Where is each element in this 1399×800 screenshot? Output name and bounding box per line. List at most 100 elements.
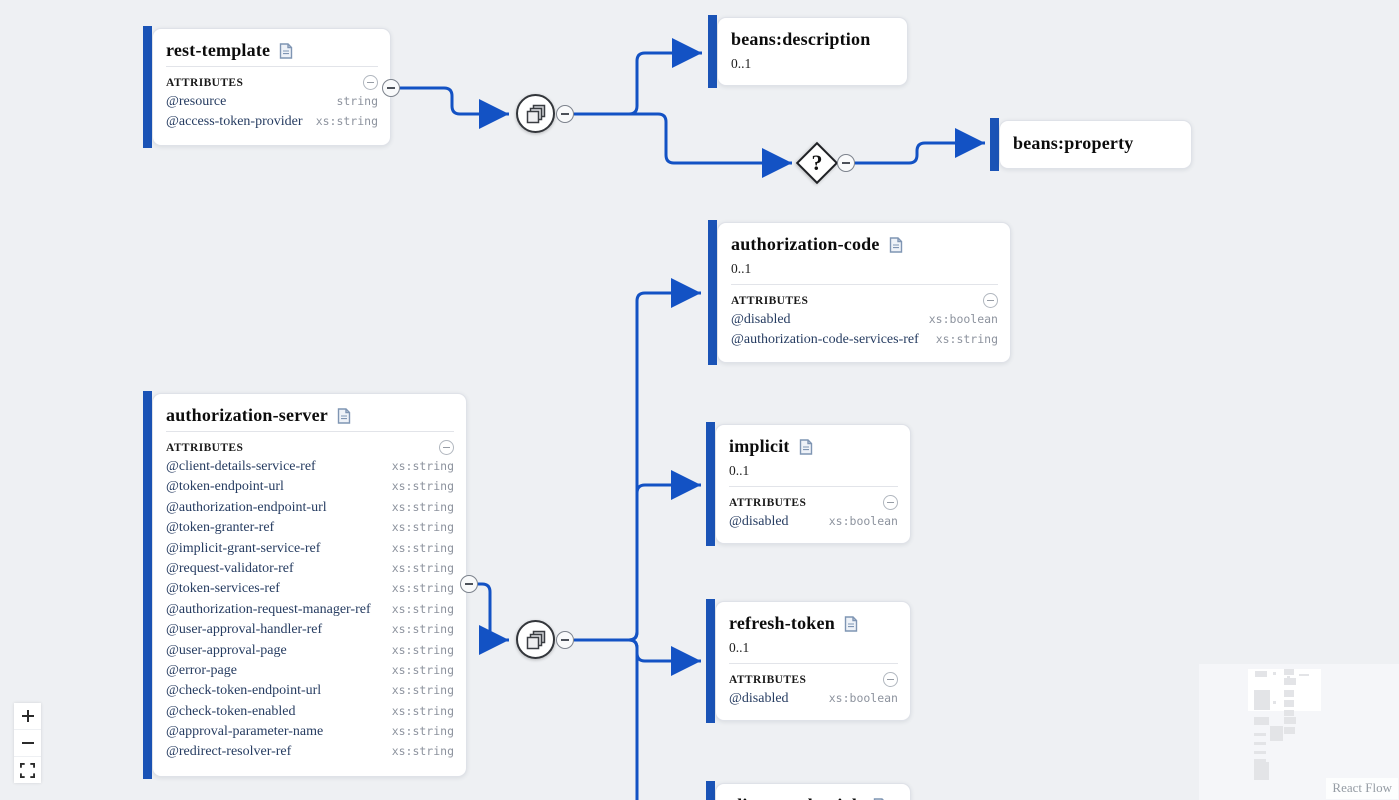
attribute-name: @token-services-ref xyxy=(166,581,280,597)
collapse-attributes-icon[interactable] xyxy=(883,495,898,510)
attribute-type: xs:string xyxy=(391,540,454,555)
attribute-name: @authorization-request-manager-ref xyxy=(166,601,371,617)
attribute-type: xs:boolean xyxy=(828,514,898,528)
node-beans-property[interactable]: beans:property xyxy=(990,118,1192,171)
attribute-row: @client-details-service-ref xs:string xyxy=(166,459,454,479)
node-accent-bar xyxy=(706,599,715,723)
attribute-type: xs:string xyxy=(391,744,454,759)
edge-sequence-to-client-credentials xyxy=(574,638,639,800)
edge-authorization-server-to-sequence xyxy=(478,582,509,655)
node-client-credentials[interactable]: client-credentials xyxy=(706,781,911,800)
fit-view-button[interactable] xyxy=(14,757,41,783)
minimap-node-rect xyxy=(1284,710,1294,716)
attribute-name: @user-approval-page xyxy=(166,642,287,658)
node-title: implicit xyxy=(729,436,790,456)
node-title: refresh-token xyxy=(729,613,835,633)
attribute-type: xs:string xyxy=(391,622,454,637)
attribute-name: @disabled xyxy=(729,514,789,529)
node-title: authorization-code xyxy=(731,234,880,254)
document-icon xyxy=(889,236,902,253)
attributes-label: ATTRIBUTES xyxy=(166,441,244,454)
node-authorization-code[interactable]: authorization-code 0..1 ATTRIBUTES @disa… xyxy=(708,220,1011,365)
node-accent-bar xyxy=(990,118,999,171)
collapse-attributes-icon[interactable] xyxy=(439,440,454,455)
divider xyxy=(166,66,378,67)
attribute-type: xs:string xyxy=(391,479,454,494)
minimap[interactable] xyxy=(1199,664,1399,800)
document-icon xyxy=(280,42,293,59)
node-accent-bar xyxy=(708,220,717,365)
collapse-attributes-icon[interactable] xyxy=(983,293,998,308)
node-beans-description[interactable]: beans:description 0..1 xyxy=(708,15,908,88)
choice-node[interactable]: ? xyxy=(795,141,839,185)
minus-icon xyxy=(21,742,34,744)
attributes-list: @disabled xs:boolean xyxy=(729,514,898,534)
attribute-row: @access-token-provider xs:string xyxy=(166,114,378,134)
zoom-in-button[interactable] xyxy=(14,703,41,729)
source-handle-minus-icon[interactable] xyxy=(556,105,574,123)
collapse-attributes-icon[interactable] xyxy=(883,672,898,687)
node-title: authorization-server xyxy=(166,405,328,425)
sequence-node[interactable] xyxy=(516,620,555,659)
minimap-node-rect xyxy=(1254,717,1269,725)
sequence-stack-icon xyxy=(526,630,545,649)
source-handle-minus-icon[interactable] xyxy=(837,154,855,172)
occurrence-label: 0..1 xyxy=(731,56,752,71)
node-title: rest-template xyxy=(166,40,271,60)
sequence-node[interactable] xyxy=(516,94,555,133)
node-authorization-server[interactable]: authorization-server ATTRIBUTES @client-… xyxy=(143,391,467,779)
attribute-name: @access-token-provider xyxy=(166,114,303,130)
node-card: beans:property xyxy=(999,120,1192,169)
attribute-name: @disabled xyxy=(731,312,791,327)
node-accent-bar xyxy=(706,781,715,800)
sequence-stack-icon xyxy=(526,104,545,123)
attribute-name: @check-token-endpoint-url xyxy=(166,683,322,699)
minimap-node-rect xyxy=(1299,674,1309,676)
document-icon xyxy=(799,438,812,455)
attribute-type: xs:string xyxy=(391,642,454,657)
edges-group xyxy=(400,38,985,800)
attribute-name: @authorization-endpoint-url xyxy=(166,499,327,515)
attribute-type: xs:string xyxy=(315,114,378,129)
attribute-type: xs:string xyxy=(935,332,998,347)
source-handle-minus-icon[interactable] xyxy=(460,575,478,593)
attribute-type: xs:string xyxy=(391,703,454,718)
attribute-name: @request-validator-ref xyxy=(166,560,294,576)
node-accent-bar xyxy=(706,422,715,546)
attribute-name: @error-page xyxy=(166,662,237,678)
reactflow-attribution: React Flow xyxy=(1326,778,1398,799)
source-handle-minus-icon[interactable] xyxy=(556,631,574,649)
attribute-type: xs:string xyxy=(391,520,454,535)
minimap-node-rect xyxy=(1284,700,1294,707)
attribute-type: xs:string xyxy=(391,601,454,616)
attribute-name: @resource xyxy=(166,94,227,109)
minimap-node-rect xyxy=(1254,733,1266,736)
attribute-row: @token-services-ref xs:string xyxy=(166,581,454,601)
attribute-type: xs:string xyxy=(391,581,454,596)
edge-sequence-to-implicit xyxy=(574,470,701,642)
collapse-attributes-icon[interactable] xyxy=(363,75,378,90)
attribute-type: xs:string xyxy=(391,459,454,473)
divider xyxy=(731,284,998,285)
edge-sequence-to-beans-description xyxy=(574,38,702,116)
attribute-row: @authorization-request-manager-ref xs:str… xyxy=(166,602,454,622)
attribute-name: @client-details-service-ref xyxy=(166,459,316,474)
zoom-out-button[interactable] xyxy=(14,730,41,756)
source-handle-minus-icon[interactable] xyxy=(382,79,400,97)
attributes-label: ATTRIBUTES xyxy=(729,673,807,686)
attributes-label: ATTRIBUTES xyxy=(166,76,244,89)
